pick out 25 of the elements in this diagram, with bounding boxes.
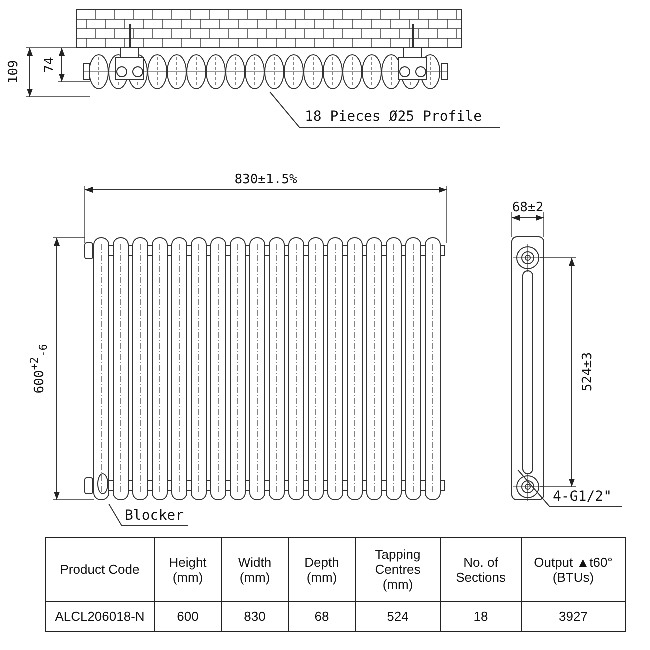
callout-text: 18 Pieces Ø25 Profile [305, 110, 482, 124]
dimension-label: 830±1.5% [234, 174, 298, 186]
table-cell: ALCL206018-N [46, 602, 154, 632]
leader-line [108, 504, 188, 526]
leader-line [270, 92, 500, 128]
table-header-cell: Tapping Centres (mm) [356, 538, 440, 602]
leader-line [518, 470, 622, 508]
table-header-cell: Depth (mm) [288, 538, 356, 602]
dimension-label: 524±3 [582, 352, 594, 392]
dimension-label: 109 [8, 60, 20, 84]
callout-text: Blocker [125, 509, 184, 523]
dimension-label: 74 [44, 57, 56, 73]
table-header-cell: Height (mm) [154, 538, 222, 602]
table-header-cell: Output ▲t60° (BTUs) [522, 538, 626, 602]
table-header-cell: No. of Sections [440, 538, 522, 602]
table-cell: 600 [154, 602, 222, 632]
table-header-cell: Product Code [46, 538, 154, 602]
callout-text: 4-G1/2" [553, 490, 612, 504]
table-header-cell: Width (mm) [222, 538, 288, 602]
table-cell: 3927 [522, 602, 626, 632]
table-cell: 830 [222, 602, 288, 632]
table-cell: 68 [288, 602, 356, 632]
table-cell: 18 [440, 602, 522, 632]
dimension-label: 68±2 [512, 202, 544, 214]
table-cell: 524 [356, 602, 440, 632]
